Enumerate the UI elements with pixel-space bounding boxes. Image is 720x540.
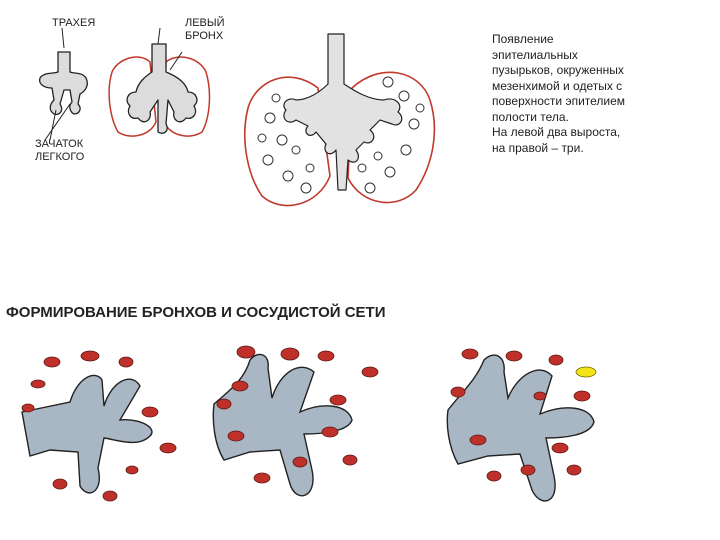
left-bronchus-label: ЛЕВЫЙ БРОНХ: [185, 17, 245, 43]
highlight-marker: [575, 366, 597, 378]
description-text: Появление эпителиальных пузырьков, окруж…: [492, 32, 692, 156]
description-line: эпителиальных: [492, 47, 578, 62]
description-line: полости тела.: [492, 109, 569, 124]
lung-rudiment-label-line1: ЗАЧАТОК: [35, 138, 84, 150]
lung-rudiment-label: ЗАЧАТОК ЛЕГКОГО: [35, 138, 105, 164]
description-line: На левой два выроста,: [492, 125, 621, 139]
lung-rudiment-label-line2: ЛЕГКОГО: [35, 151, 85, 163]
left-bronchus-label-line1: ЛЕВЫЙ: [185, 17, 225, 29]
description-line: Появление: [492, 32, 554, 46]
section-title: ФОРМИРОВАНИЕ БРОНХОВ И СОСУДИСТОЙ СЕТИ: [6, 304, 386, 321]
description-line: поверхности эпителием: [492, 94, 626, 108]
left-bronchus-label-line2: БРОНХ: [185, 30, 224, 42]
description-line: мезенхимой и одетых с: [492, 78, 623, 93]
description-line: пузырьков, окруженных: [492, 63, 624, 77]
description-line: на правой – три.: [492, 140, 584, 155]
trachea-label: ТРАХЕЯ: [52, 17, 96, 29]
